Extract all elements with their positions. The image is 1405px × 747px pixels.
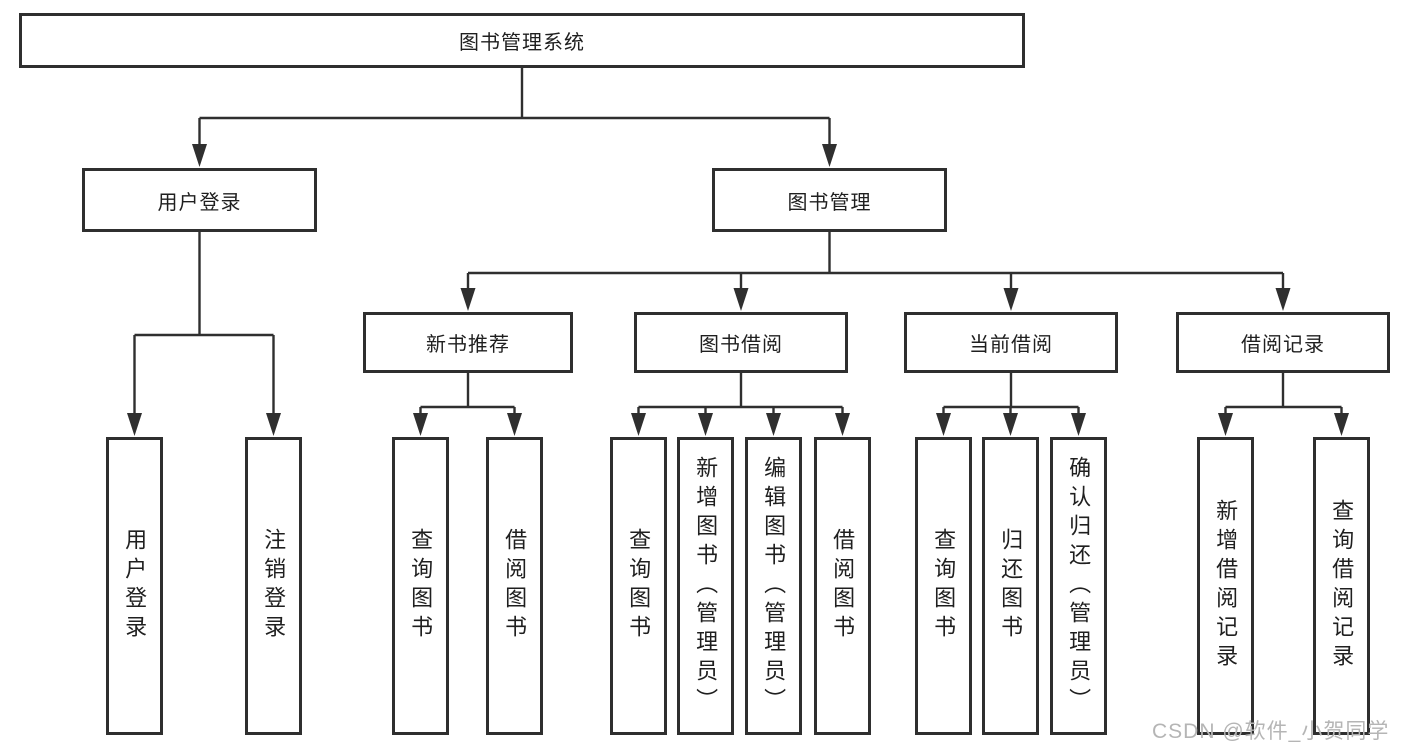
node-new-book-rec: 新书推荐 (363, 312, 573, 373)
node-leaf-add-borrow-record: 新增借阅记录 (1197, 437, 1254, 735)
arrowhead-icon (698, 413, 713, 436)
node-borrow-records: 借阅记录 (1176, 312, 1390, 373)
node-label-leaf-query-borrow-record: 查询借阅记录 (1329, 499, 1355, 673)
node-leaf-borrow-book-1: 借阅图书 (486, 437, 543, 735)
node-leaf-add-book: 新增图书（管理员） (677, 437, 734, 735)
node-leaf-query-book-2: 查询图书 (610, 437, 667, 735)
arrowhead-icon (1003, 288, 1019, 311)
arrowhead-icon (631, 413, 646, 436)
node-leaf-query-book-1: 查询图书 (392, 437, 449, 735)
arrowhead-icon (936, 413, 951, 436)
node-leaf-edit-book: 编辑图书（管理员） (745, 437, 802, 735)
node-leaf-confirm-return: 确认归还（管理员） (1050, 437, 1107, 735)
node-book-borrow: 图书借阅 (634, 312, 848, 373)
node-leaf-logout: 注销登录 (245, 437, 302, 735)
node-leaf-query-borrow-record: 查询借阅记录 (1313, 437, 1370, 735)
arrowhead-icon (766, 413, 781, 436)
arrowhead-icon (1071, 413, 1086, 436)
arrowhead-icon (460, 288, 476, 311)
node-book-mgmt: 图书管理 (712, 168, 947, 232)
node-label-leaf-query-book-3: 查询图书 (931, 528, 957, 644)
arrowhead-icon (1334, 413, 1349, 436)
node-label-new-book-rec: 新书推荐 (426, 334, 510, 356)
arrowhead-icon (507, 413, 522, 436)
node-label-leaf-edit-book: 编辑图书（管理员） (761, 455, 787, 717)
node-label-leaf-borrow-book-2: 借阅图书 (830, 528, 856, 644)
node-label-leaf-add-borrow-record: 新增借阅记录 (1213, 499, 1239, 673)
node-label-user-login: 用户登录 (157, 191, 242, 214)
arrowhead-icon (266, 413, 281, 436)
node-current-borrow: 当前借阅 (904, 312, 1118, 373)
node-label-current-borrow: 当前借阅 (969, 334, 1053, 356)
node-label-leaf-logout: 注销登录 (261, 528, 287, 644)
node-label-leaf-confirm-return: 确认归还（管理员） (1066, 455, 1092, 717)
node-label-borrow-records: 借阅记录 (1241, 334, 1325, 356)
arrowhead-icon (1275, 288, 1291, 311)
arrowhead-icon (192, 144, 207, 167)
node-label-leaf-query-book-2: 查询图书 (626, 528, 652, 644)
node-label-leaf-return-book: 归还图书 (998, 528, 1024, 644)
node-label-leaf-add-book: 新增图书（管理员） (693, 455, 719, 717)
node-label-root: 图书管理系统 (459, 32, 585, 54)
node-label-leaf-user-login: 用户登录 (122, 528, 148, 644)
node-label-leaf-borrow-book-1: 借阅图书 (502, 528, 528, 644)
arrowhead-icon (835, 413, 850, 436)
node-leaf-query-book-3: 查询图书 (915, 437, 972, 735)
node-leaf-borrow-book-2: 借阅图书 (814, 437, 871, 735)
arrowhead-icon (733, 288, 749, 311)
node-root: 图书管理系统 (19, 13, 1025, 68)
node-leaf-return-book: 归还图书 (982, 437, 1039, 735)
arrowhead-icon (127, 413, 142, 436)
node-user-login: 用户登录 (82, 168, 317, 232)
arrowhead-icon (822, 144, 837, 167)
node-label-book-borrow: 图书借阅 (699, 334, 783, 356)
arrowhead-icon (1218, 413, 1233, 436)
node-label-book-mgmt: 图书管理 (787, 191, 872, 214)
node-label-leaf-query-book-1: 查询图书 (408, 528, 434, 644)
arrowhead-icon (413, 413, 428, 436)
node-leaf-user-login: 用户登录 (106, 437, 163, 735)
arrowhead-icon (1003, 413, 1018, 436)
